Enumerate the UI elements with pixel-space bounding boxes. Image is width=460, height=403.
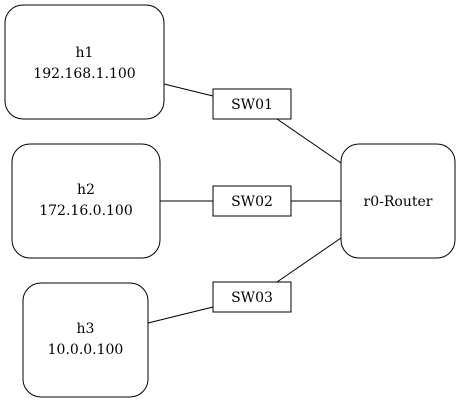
edge-sw03-router (276, 237, 342, 283)
switch-box (212, 88, 292, 120)
edge-sw01-router (276, 118, 342, 164)
host-box (22, 282, 149, 398)
edge-h3-sw03 (147, 306, 214, 324)
host-node-h2: h2 172.16.0.100 (11, 143, 161, 259)
switch-label: SW03 (231, 290, 273, 306)
router-box (340, 143, 456, 259)
switch-box (212, 281, 292, 313)
switch-label: SW01 (231, 97, 273, 113)
host-name: h2 (77, 182, 95, 198)
switch-node-sw03: SW03 (212, 281, 292, 313)
router-label: r0-Router (364, 194, 433, 210)
host-ip: 10.0.0.100 (48, 342, 124, 358)
edge-h1-sw01 (163, 83, 214, 97)
switch-label: SW02 (231, 194, 273, 210)
host-node-h1: h1 192.168.1.100 (4, 4, 165, 120)
host-name: h3 (77, 321, 95, 337)
switch-node-sw01: SW01 (212, 88, 292, 120)
host-box (11, 143, 161, 259)
switch-node-sw02: SW02 (212, 185, 292, 217)
router-node: r0-Router (340, 143, 456, 259)
host-box (4, 4, 165, 120)
host-node-h3: h3 10.0.0.100 (22, 282, 149, 398)
host-ip: 172.16.0.100 (39, 203, 133, 219)
host-name: h1 (76, 45, 94, 61)
switch-box (212, 185, 292, 217)
host-ip: 192.168.1.100 (33, 66, 135, 82)
